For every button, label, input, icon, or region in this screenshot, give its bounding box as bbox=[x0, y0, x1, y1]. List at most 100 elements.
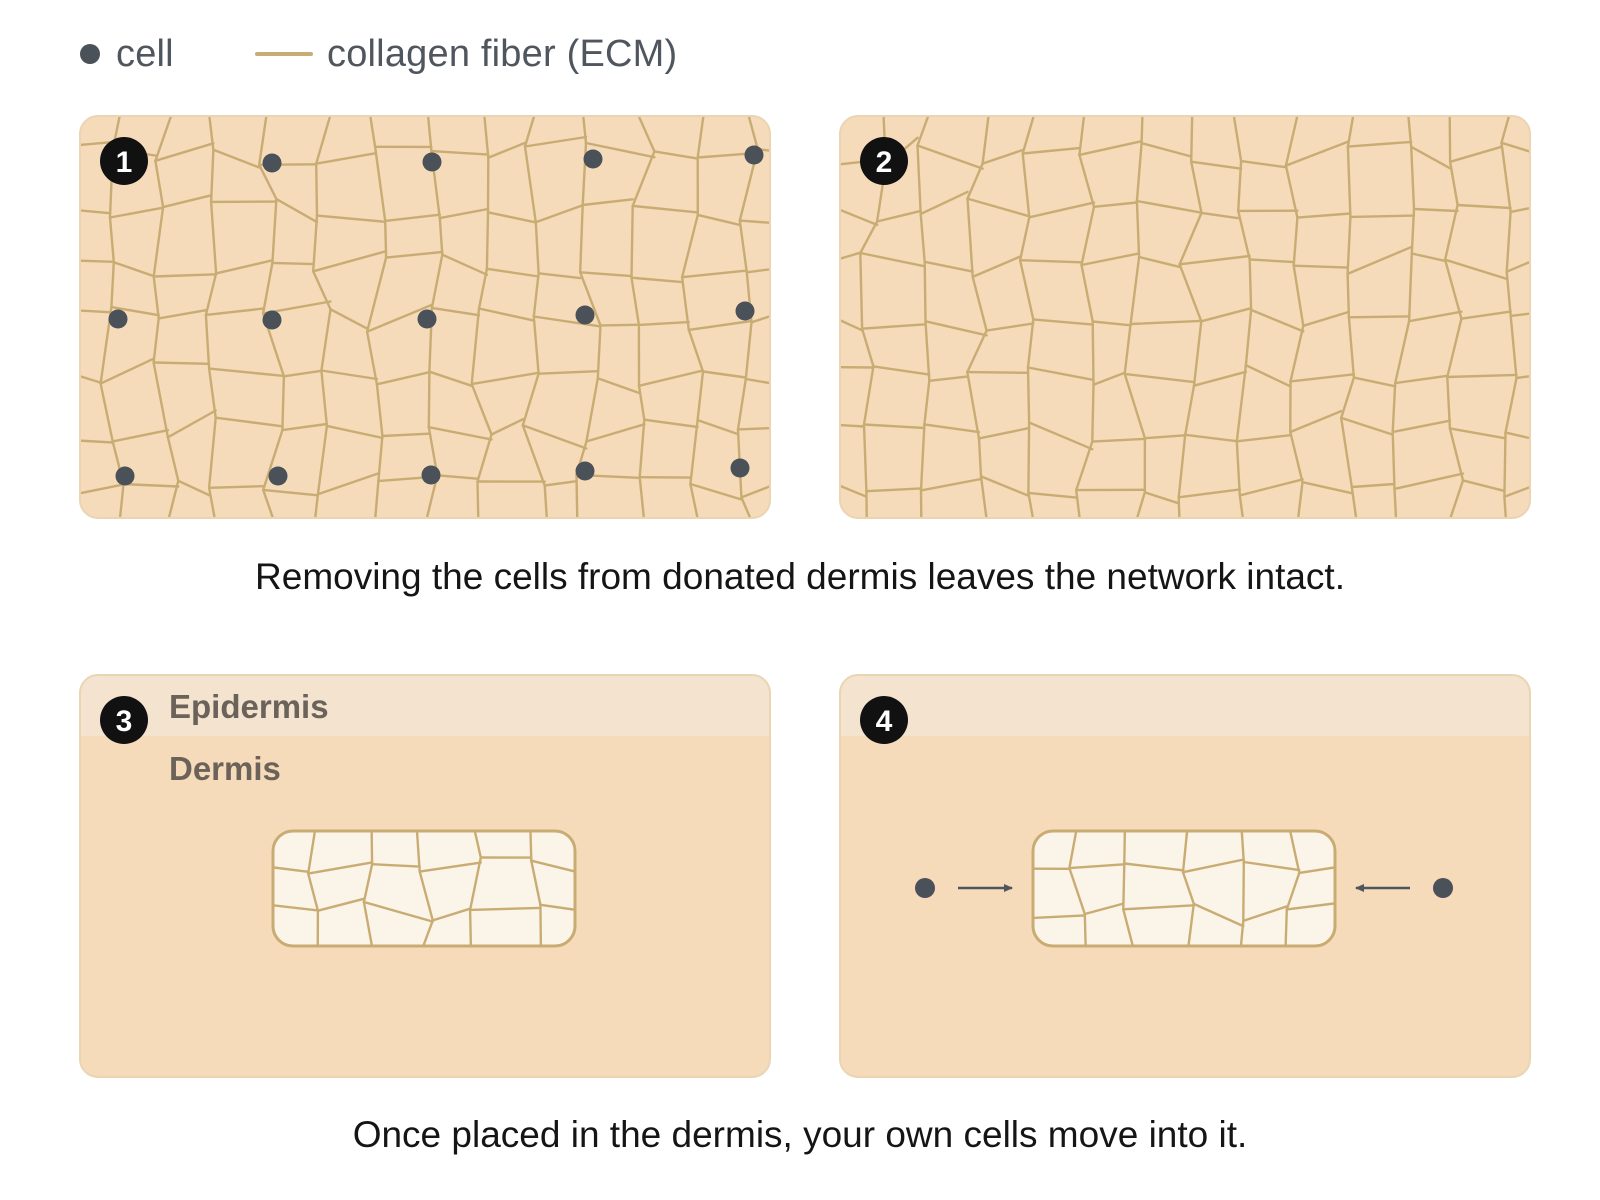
collagen-fiber bbox=[1509, 200, 1530, 214]
collagen-fiber bbox=[1026, 366, 1031, 424]
collagen-fiber bbox=[1347, 316, 1356, 379]
collagen-fiber bbox=[1192, 370, 1248, 387]
collagen-fiber bbox=[872, 365, 931, 376]
collagen-fiber bbox=[539, 903, 575, 913]
collagen-fiber bbox=[365, 303, 434, 333]
collagen-fiber bbox=[1074, 488, 1084, 518]
collagen-fiber bbox=[281, 375, 286, 432]
collagen-fiber bbox=[971, 275, 988, 332]
epidermis-layer-4 bbox=[840, 675, 1530, 736]
collagen-fiber bbox=[760, 534, 800, 540]
collagen-fiber bbox=[307, 831, 318, 875]
collagen-fiber bbox=[1410, 252, 1447, 263]
collagen-fiber bbox=[1123, 831, 1127, 865]
collagen-fiber bbox=[521, 424, 588, 450]
graft-3-network bbox=[273, 831, 575, 946]
step-badge-2-number: 2 bbox=[876, 146, 893, 179]
collagen-fiber bbox=[1178, 211, 1203, 266]
collagen-fiber bbox=[840, 422, 866, 428]
collagen-network-2 bbox=[820, 97, 1560, 547]
collagen-fiber bbox=[1122, 908, 1137, 946]
collagen-fiber bbox=[1074, 440, 1094, 492]
collagen-fiber bbox=[680, 269, 748, 279]
collagen-fiber bbox=[738, 219, 748, 274]
collagen-fiber bbox=[736, 377, 747, 431]
collagen-fiber bbox=[166, 409, 217, 439]
collagen-fiber bbox=[1292, 264, 1305, 327]
collagen-fiber bbox=[875, 209, 922, 223]
collagen-fiber bbox=[1294, 481, 1304, 518]
collagen-fiber bbox=[1339, 376, 1356, 420]
collagen-fiber bbox=[152, 205, 165, 278]
collagen-fiber bbox=[1346, 272, 1351, 319]
collagen-fiber bbox=[430, 149, 490, 156]
collagen-fiber bbox=[1189, 160, 1203, 215]
collagen-fiber bbox=[1504, 376, 1518, 434]
collagen-fiber bbox=[1448, 160, 1459, 207]
collagen-fiber bbox=[966, 370, 981, 440]
collagen-fiber bbox=[1289, 430, 1304, 484]
collagen-fiber bbox=[1503, 431, 1507, 498]
collagen-fiber bbox=[177, 479, 211, 497]
collagen-fiber bbox=[365, 256, 388, 333]
collagen-fiber bbox=[860, 323, 927, 330]
collagen-fiber bbox=[1123, 322, 1132, 376]
collagen-fiber bbox=[1503, 495, 1509, 518]
collagen-fiber bbox=[204, 272, 218, 317]
collagen-fiber bbox=[820, 540, 867, 547]
collagen-fiber bbox=[1178, 263, 1203, 323]
collagen-fiber bbox=[1068, 831, 1080, 870]
collagen-fiber bbox=[966, 162, 984, 200]
step-badge-2: 2 bbox=[860, 137, 908, 185]
collagen-fiber bbox=[161, 194, 213, 209]
graft-4-fill bbox=[1033, 831, 1335, 946]
collagen-fiber bbox=[923, 260, 927, 323]
collagen-fiber bbox=[539, 100, 582, 106]
collagen-fiber bbox=[702, 533, 760, 540]
cell bbox=[115, 466, 135, 486]
legend-fiber: collagen fiber (ECM) bbox=[255, 30, 677, 78]
collagen-fiber bbox=[80, 207, 112, 215]
collagen-fiber bbox=[1246, 536, 1296, 540]
collagen-fiber bbox=[1448, 427, 1507, 440]
collagen-fiber bbox=[523, 135, 588, 148]
collagen-fiber bbox=[273, 864, 310, 873]
collagen-fiber bbox=[934, 97, 991, 100]
collagen-fiber bbox=[1192, 902, 1245, 928]
collagen-fiber bbox=[923, 379, 931, 426]
collagen-fiber bbox=[1284, 908, 1289, 946]
collagen-fiber bbox=[1086, 100, 1143, 104]
collagen-fiber bbox=[177, 97, 208, 100]
collagen-fiber bbox=[1129, 255, 1141, 326]
collagen-fiber bbox=[108, 216, 116, 264]
collagen-fiber bbox=[490, 418, 524, 436]
cell bbox=[744, 145, 764, 165]
collagen-fiber bbox=[427, 100, 483, 101]
collagen-fiber bbox=[436, 474, 479, 480]
collagen-fiber bbox=[1412, 207, 1459, 213]
collagen-fiber bbox=[1503, 474, 1530, 498]
collagen-fiber bbox=[471, 831, 482, 859]
collagen-fiber bbox=[1346, 140, 1413, 148]
collagen-fiber bbox=[756, 147, 770, 156]
collagen-fiber bbox=[273, 903, 320, 912]
collagen-fiber bbox=[1038, 100, 1086, 106]
collagen-fiber bbox=[1505, 210, 1512, 273]
collagen-fiber bbox=[207, 367, 217, 419]
collagen-fiber bbox=[1239, 831, 1246, 864]
collagen-fiber bbox=[1446, 317, 1463, 379]
collagen-fiber bbox=[1123, 372, 1196, 384]
collagen-fiber bbox=[638, 418, 646, 479]
collagen-fiber bbox=[261, 261, 274, 315]
collagen-fiber bbox=[582, 97, 632, 100]
collagen-fiber bbox=[316, 472, 380, 496]
collagen-fiber bbox=[1235, 364, 1248, 443]
collagen-fiber bbox=[207, 486, 220, 518]
legend-cell: cell bbox=[80, 30, 174, 78]
collagen-fiber bbox=[1450, 98, 1514, 100]
collagen-fiber bbox=[1507, 535, 1560, 540]
collagen-fiber bbox=[375, 383, 384, 438]
collagen-fiber bbox=[204, 307, 265, 317]
collagen-fiber bbox=[1249, 308, 1305, 333]
collagen-fiber bbox=[744, 377, 770, 390]
